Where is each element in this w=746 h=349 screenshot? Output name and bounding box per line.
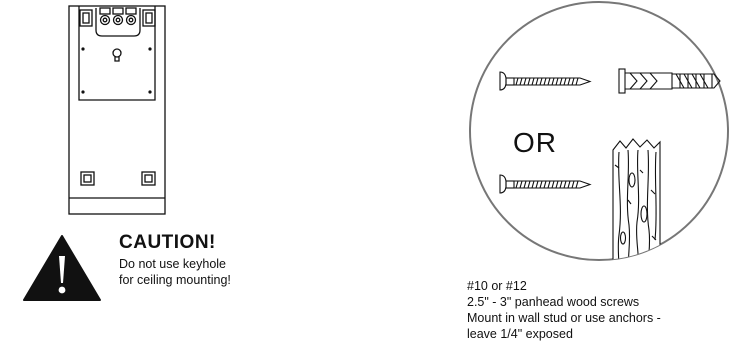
- spec-line-2: 2.5" - 3" panhead wood screws: [467, 295, 640, 309]
- caution-title: CAUTION!: [119, 232, 216, 253]
- or-label: OR: [513, 127, 557, 158]
- caution-line-2: for ceiling mounting!: [119, 273, 231, 287]
- spec-line-3: Mount in wall stud or use anchors -: [467, 311, 661, 325]
- spec-line-4: leave 1/4" exposed: [467, 327, 573, 341]
- spec-line-1: #10 or #12: [467, 279, 527, 293]
- caution-line-1: Do not use keyhole: [119, 257, 227, 271]
